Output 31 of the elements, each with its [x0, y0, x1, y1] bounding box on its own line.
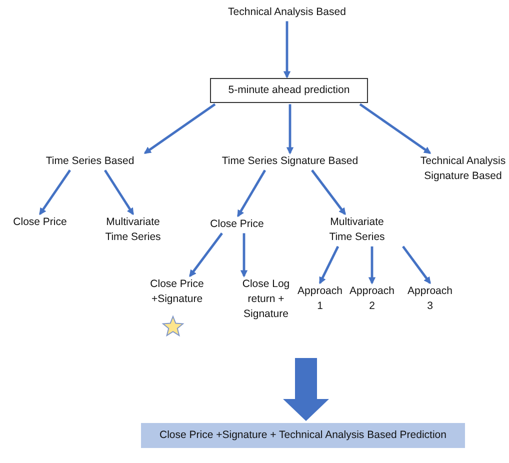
box-label: 5-minute ahead prediction: [227, 83, 351, 98]
node-label: Multivariate Time Series: [104, 215, 162, 246]
node-label: Technical Analysis Signature Based: [419, 154, 507, 184]
node-label: Multivariate Time Series: [328, 215, 386, 246]
arrow: [144, 103, 216, 154]
arrow: [39, 170, 71, 216]
node-label: Close Price +Signature: [149, 277, 205, 308]
node-label: Approach 1: [297, 284, 343, 314]
arrow: [286, 104, 294, 154]
arrow: [189, 232, 223, 278]
process-box: [210, 78, 368, 104]
node-label: Approach 3: [407, 284, 453, 314]
node-label: Approach 2: [349, 284, 395, 314]
node-label: Close Log return + Signature: [241, 277, 291, 322]
arrow: [104, 170, 134, 216]
node-label: Technical Analysis Based: [227, 5, 347, 20]
arrow: [240, 233, 248, 278]
arrow: [359, 103, 432, 154]
box-label: Close Price +Signature + Technical Analysis Based Prediction: [158, 428, 448, 443]
node-label: Time Series Based: [44, 154, 136, 169]
node-label: Close Price: [209, 217, 265, 232]
arrow: [368, 246, 376, 284]
node-label: Close Price: [12, 215, 68, 230]
block-arrow: [283, 358, 329, 421]
arrow: [283, 21, 291, 78]
arrow: [402, 246, 431, 284]
node-label: Time Series Signature Based: [220, 154, 360, 169]
arrow: [236, 170, 266, 218]
arrow: [318, 246, 340, 284]
arrow: [311, 170, 346, 216]
result-box: [141, 423, 465, 448]
